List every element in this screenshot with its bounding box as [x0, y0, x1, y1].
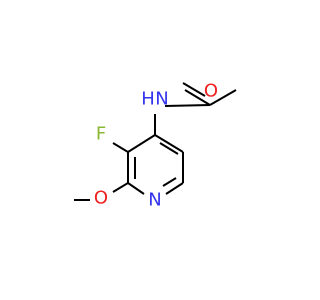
atom-labels: H N O F N O	[94, 81, 218, 211]
bond-carbonyl-oxygen-1	[184, 89, 211, 106]
amide-nitrogen-label: N	[155, 89, 168, 110]
fluorine-label: F	[96, 124, 106, 145]
bonds	[74, 82, 237, 201]
molecule-structure-diagram: H N O F N O	[74, 81, 237, 211]
bond-ring-c4-c3	[127, 134, 156, 153]
bond-carbonyl-oxygen-2	[182, 82, 206, 97]
bond-carbonyl-amide-nitrogen	[164, 104, 211, 107]
bond-ring-nitrogen-c2	[127, 182, 145, 195]
ring-nitrogen-label: N	[148, 190, 161, 211]
amide-nitrogen-hydrogen-label: H	[141, 89, 155, 110]
bond-ring-c6-nitrogen	[165, 182, 184, 195]
bond-c3-fluorine	[112, 142, 129, 153]
bond-c2-ether-oxygen	[112, 182, 129, 193]
bond-acetyl-methyl-carbonyl	[209, 89, 237, 106]
ether-oxygen-label: O	[94, 188, 108, 209]
bond-ring-c4-c5-inner	[159, 142, 179, 155]
bond-ring-c4-c5	[154, 134, 184, 153]
bond-ring-c6-nitrogen-inner	[162, 177, 177, 187]
carbonyl-oxygen-label: O	[204, 81, 218, 102]
